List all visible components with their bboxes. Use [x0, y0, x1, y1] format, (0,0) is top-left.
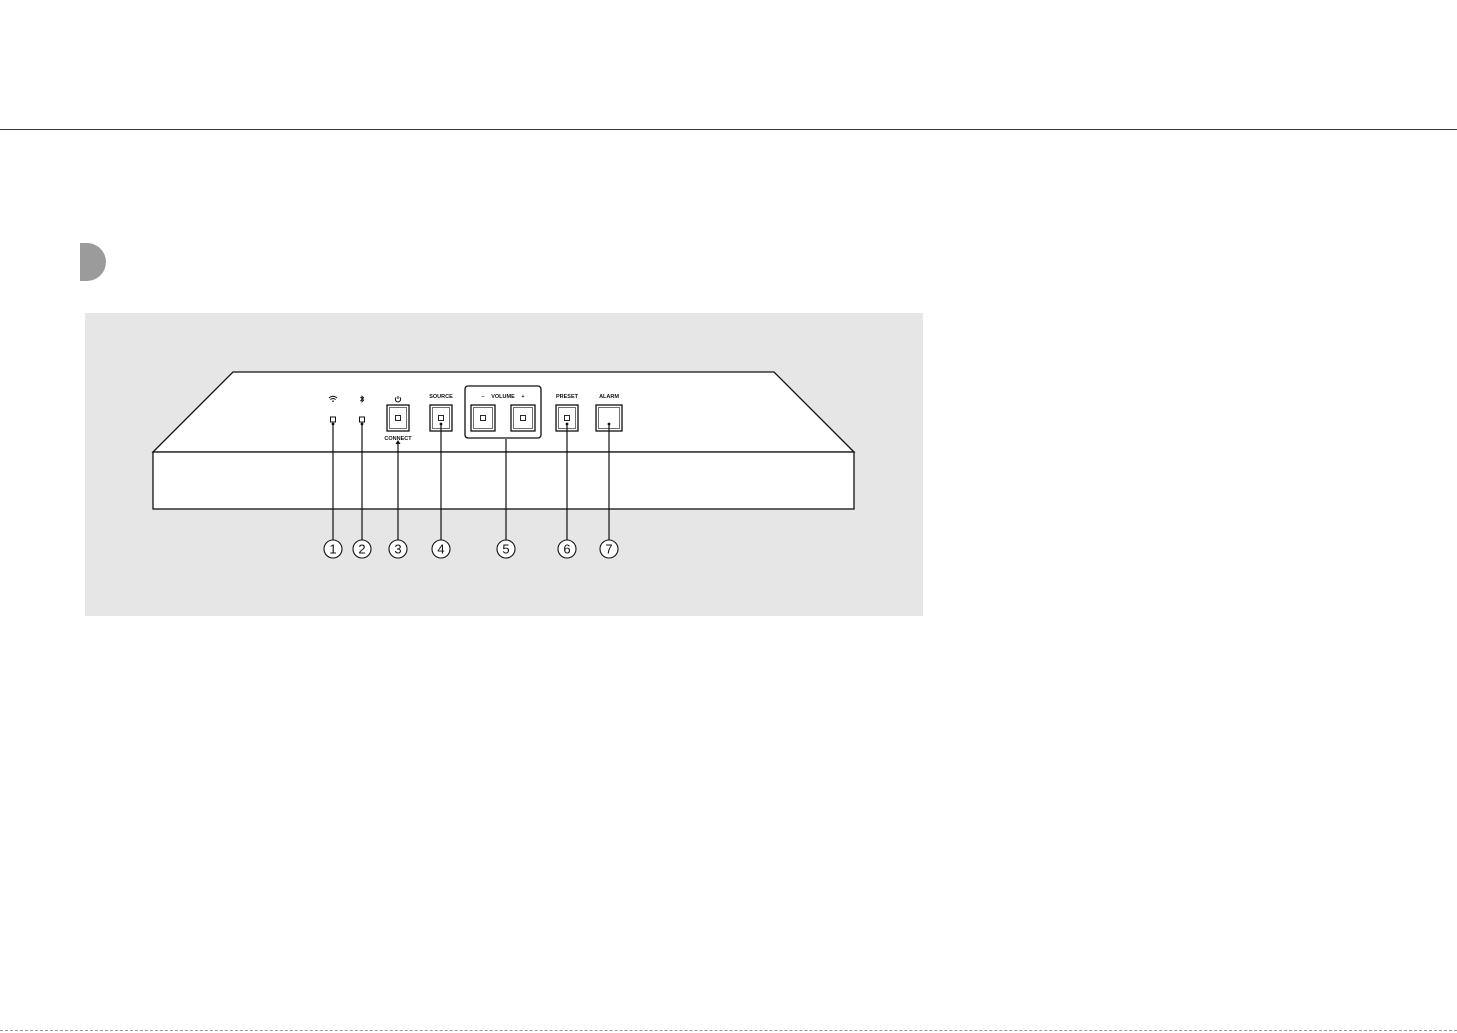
svg-text:5: 5 — [502, 542, 509, 557]
section-marker — [80, 243, 106, 281]
power-button[interactable] — [387, 405, 409, 431]
callout-dot-1 — [332, 423, 335, 426]
front-panel-figure: CONNECT SOURCE – VOLUME + PRESET — [85, 313, 923, 616]
callout-6: 6 — [558, 540, 576, 558]
callout-dot-7 — [608, 423, 611, 426]
device-top-surface — [153, 372, 854, 452]
header-rule — [0, 129, 1457, 130]
svg-text:1: 1 — [329, 542, 336, 557]
svg-text:2: 2 — [358, 542, 365, 557]
callout-5: 5 — [497, 540, 515, 558]
svg-text:3: 3 — [394, 542, 401, 557]
footer-rule — [0, 1030, 1457, 1031]
network-indicator-led — [331, 417, 336, 422]
bluetooth-indicator-led — [360, 417, 365, 422]
source-label: SOURCE — [429, 394, 453, 400]
callout-dot-2 — [361, 423, 364, 426]
callout-4: 4 — [432, 540, 450, 558]
alarm-label: ALARM — [599, 394, 619, 400]
front-panel-diagram: CONNECT SOURCE – VOLUME + PRESET — [85, 313, 923, 616]
callout-3: 3 — [389, 540, 407, 558]
volume-label: VOLUME — [491, 394, 515, 400]
volume-minus-label: – — [481, 394, 484, 400]
svg-text:6: 6 — [563, 542, 570, 557]
volume-up-button[interactable] — [511, 405, 535, 431]
preset-label: PRESET — [556, 394, 579, 400]
callout-dot-6 — [566, 423, 569, 426]
volume-plus-label: + — [521, 394, 524, 400]
callout-2: 2 — [353, 540, 371, 558]
volume-down-button[interactable] — [471, 405, 495, 431]
svg-text:7: 7 — [605, 542, 612, 557]
device-front-face — [153, 452, 854, 509]
svg-text:4: 4 — [437, 542, 444, 557]
callout-dot-4 — [440, 423, 443, 426]
callout-1: 1 — [324, 540, 342, 558]
callout-7: 7 — [600, 540, 618, 558]
